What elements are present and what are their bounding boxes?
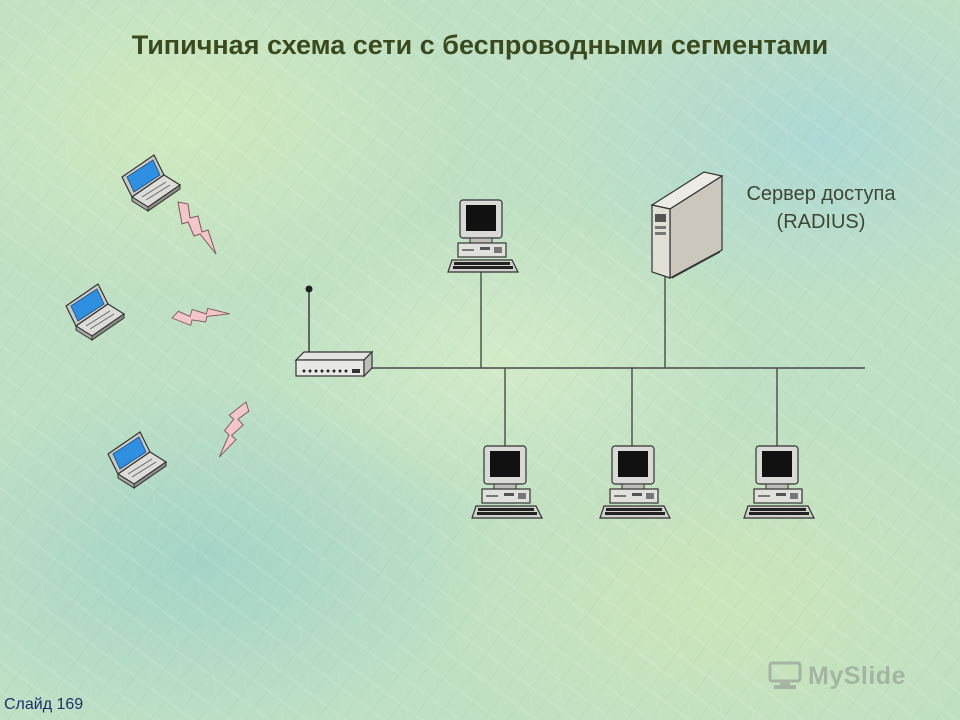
watermark-logo-icon [768,661,802,689]
desktop-computer-icon[interactable] [471,445,543,519]
access-point-icon[interactable] [294,285,374,378]
wireless-signal-icon [201,401,264,458]
watermark-text: MySlide [808,661,906,690]
server-icon[interactable] [650,171,724,280]
desktop-computer-icon[interactable] [599,445,671,519]
server-label: Сервер доступа (RADIUS) [746,183,896,233]
wireless-signal-icon [177,201,217,255]
watermark: MySlide [768,656,928,696]
laptop-icon[interactable] [65,283,125,341]
desktop-computer-icon[interactable] [447,199,519,273]
desktop-computer-icon[interactable] [743,445,815,519]
page-title: Типичная схема сети с беспроводными сегм… [131,30,829,60]
wireless-signal-icon [171,288,231,344]
slide-number: Слайд 169 [4,696,84,713]
laptop-icon[interactable] [121,154,181,212]
laptop-icon[interactable] [107,431,167,489]
